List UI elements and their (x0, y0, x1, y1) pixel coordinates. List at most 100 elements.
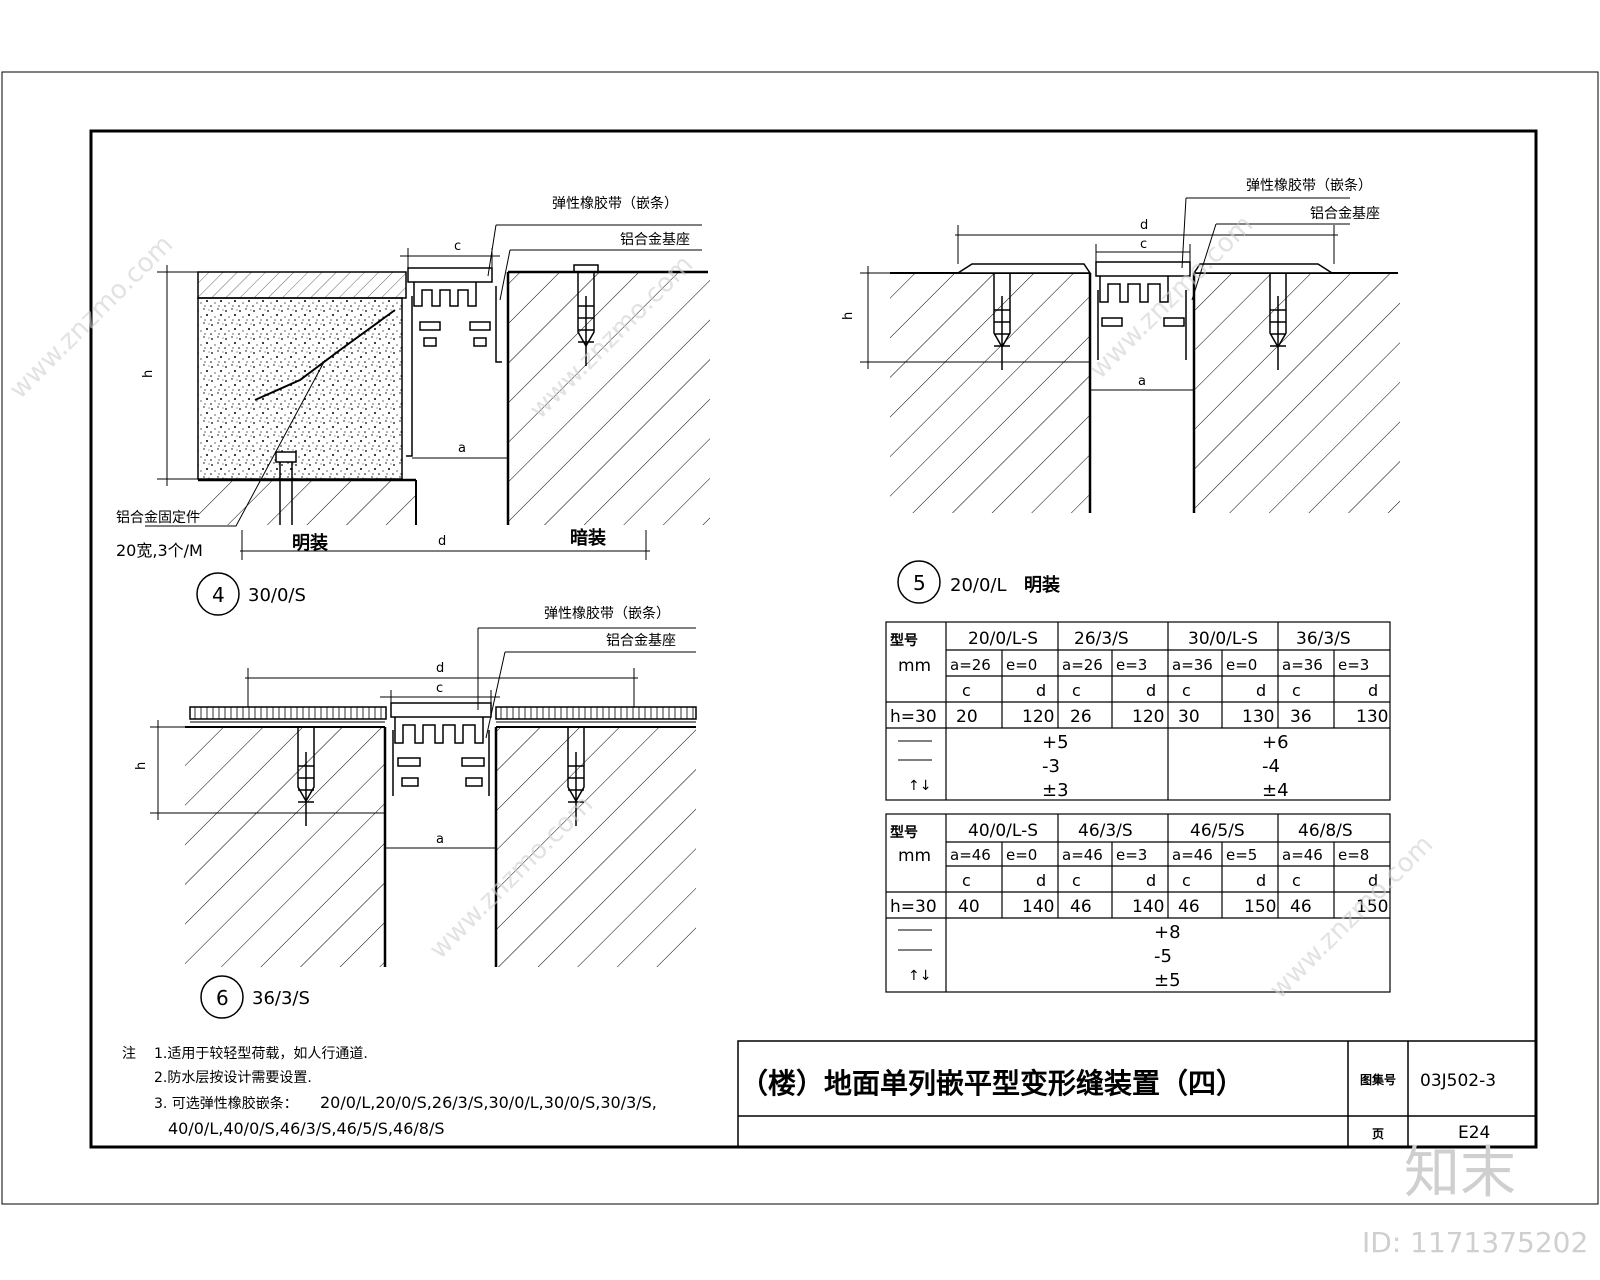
slab-right (508, 272, 710, 525)
t2-cd: c (962, 871, 971, 890)
movement-icons (898, 740, 932, 951)
al-fixing-label: 铝合金固定件 (116, 510, 200, 526)
t1-mov-right: -4 (1262, 756, 1280, 777)
t1-h-label: h=30 (890, 707, 937, 727)
table1-text: 型号 mm h=30 20/0/L-S 26/3/S 30/0/L-S 36/3… (890, 629, 1388, 801)
t1-ae: e=0 (1006, 656, 1037, 674)
t2-val: 150 (1244, 897, 1276, 917)
t2-ae: a=46 (1172, 846, 1213, 864)
concealed-label: 暗装 (570, 527, 606, 549)
t2-cd: d (1146, 871, 1156, 890)
t2-cd: c (1072, 871, 1081, 890)
t1-arrows-icon: ↑↓ (908, 778, 931, 794)
t2-ae: e=5 (1226, 846, 1257, 864)
t1-val: 120 (1132, 707, 1164, 727)
t1-val: 20 (956, 707, 978, 727)
t1-ae: a=26 (950, 656, 991, 674)
t1-mov-left: -3 (1042, 756, 1060, 777)
t1-val: 120 (1022, 707, 1054, 727)
t1-ae: a=36 (1282, 656, 1323, 674)
t1-mov-right: ±4 (1262, 780, 1289, 801)
notes: 注 1.适用于较轻型荷载，如人行通道. 2.防水层按设计需要设置. 3. 可选弹… (122, 1046, 657, 1138)
note-3-list-1: 20/0/L,20/0/S,26/3/S,30/0/L,30/0/S,30/3/… (320, 1093, 657, 1112)
t2-model: 46/5/S (1190, 821, 1245, 841)
dim-d-4: d (438, 534, 446, 549)
dim-d-6: d (436, 661, 444, 676)
t2-unit-label: mm (898, 846, 931, 866)
dim-h-4: h (141, 370, 156, 378)
labels-detail5: 弹性橡胶带（嵌条） 铝合金基座 d c h a 5 20/0/L 明装 (841, 177, 1380, 596)
t1-cd: c (1292, 681, 1301, 700)
slab-left (185, 727, 385, 967)
rubber-strip-label-6: 弹性橡胶带（嵌条） (544, 605, 670, 622)
t2-val: 40 (958, 897, 980, 917)
base-slab-left (198, 479, 416, 525)
title-block: （楼）地面单列嵌平型变形缝装置（四） 图集号 03J502-3 页 E24 (740, 1067, 1496, 1143)
t2-mov: +8 (1154, 922, 1181, 943)
detail-5-code: 20/0/L (950, 575, 1007, 596)
t1-model: 30/0/L-S (1188, 629, 1258, 649)
dim-c-5: c (1140, 237, 1147, 252)
t1-ae: a=36 (1172, 656, 1213, 674)
watermark-brand: 知末 (1404, 1141, 1516, 1206)
t2-head-label: 型号 (890, 824, 918, 841)
note-2: 2.防水层按设计需要设置. (154, 1070, 312, 1086)
al-base-label-5: 铝合金基座 (1310, 205, 1380, 222)
t1-cd: d (1146, 681, 1156, 700)
table2-text: 型号 mm h=30 40/0/L-S 46/3/S 46/5/S 46/8/S… (890, 821, 1388, 991)
t2-val: 46 (1290, 897, 1312, 917)
rubber-strip-label-5: 弹性橡胶带（嵌条） (1246, 177, 1372, 194)
dim-d-5: d (1140, 218, 1148, 233)
t1-cd: d (1368, 681, 1378, 700)
rubber-strip-label-4: 弹性橡胶带（嵌条） (552, 195, 678, 212)
t1-ae: e=3 (1338, 656, 1369, 674)
t2-cd: c (1292, 871, 1301, 890)
note-3-list-2: 40/0/L,40/0/S,46/3/S,46/5/S,46/8/S (168, 1119, 444, 1138)
detail-5-drawing (860, 197, 1400, 604)
slab-right (496, 727, 696, 967)
t2-val: 46 (1070, 897, 1092, 917)
t1-unit-label: mm (898, 656, 931, 676)
t1-val: 130 (1356, 707, 1388, 727)
notes-prefix: 注 (122, 1046, 136, 1062)
t2-mov: ±5 (1154, 970, 1181, 991)
al-fixing-spec: 20宽,3个/M (116, 541, 203, 560)
al-base-label-6: 铝合金基座 (606, 632, 676, 649)
t1-mov-left: ±3 (1042, 780, 1069, 801)
t1-ae: e=3 (1116, 656, 1147, 674)
t1-cd: c (962, 681, 971, 700)
t2-val: 46 (1178, 897, 1200, 917)
title-block-grid (737, 1040, 1537, 1148)
dim-c-4: c (454, 239, 461, 254)
note-1: 1.适用于较轻型荷载，如人行通道. (154, 1046, 368, 1062)
concrete-block (197, 297, 403, 480)
drawing-title: （楼）地面单列嵌平型变形缝装置（四） (740, 1067, 1244, 1100)
t1-val: 36 (1290, 707, 1312, 727)
dim-c-6: c (436, 681, 443, 696)
note-3: 3. 可选弹性橡胶嵌条： (154, 1095, 298, 1112)
t2-cd: d (1368, 871, 1378, 890)
dim-a-6: a (436, 832, 444, 847)
t1-val: 26 (1070, 707, 1092, 727)
outer-frame (1, 71, 1599, 1205)
t2-model: 46/8/S (1298, 821, 1353, 841)
t2-ae: e=0 (1006, 846, 1037, 864)
t2-ae: e=8 (1338, 846, 1369, 864)
detail-6-number: 6 (216, 986, 229, 1010)
t1-model: 26/3/S (1074, 629, 1129, 649)
t1-mov-right: +6 (1262, 732, 1289, 753)
slab-left (890, 273, 1090, 513)
t1-cd: c (1072, 681, 1081, 700)
exposed-label: 明装 (292, 532, 328, 554)
detail-4-drawing (145, 224, 710, 616)
labels-detail4: 弹性橡胶带（嵌条） 铝合金基座 c h a d 铝合金固定件 20宽,3个/M … (116, 195, 690, 607)
t2-model: 40/0/L-S (968, 821, 1038, 841)
t1-cd: d (1256, 681, 1266, 700)
detail-4-number: 4 (212, 583, 225, 607)
detail-5-note: 明装 (1024, 574, 1060, 596)
dim-h-6: h (134, 762, 149, 770)
page-number: E24 (1458, 1123, 1490, 1143)
t2-arrows-icon: ↑↓ (908, 968, 931, 984)
dim-h-5: h (841, 312, 856, 320)
